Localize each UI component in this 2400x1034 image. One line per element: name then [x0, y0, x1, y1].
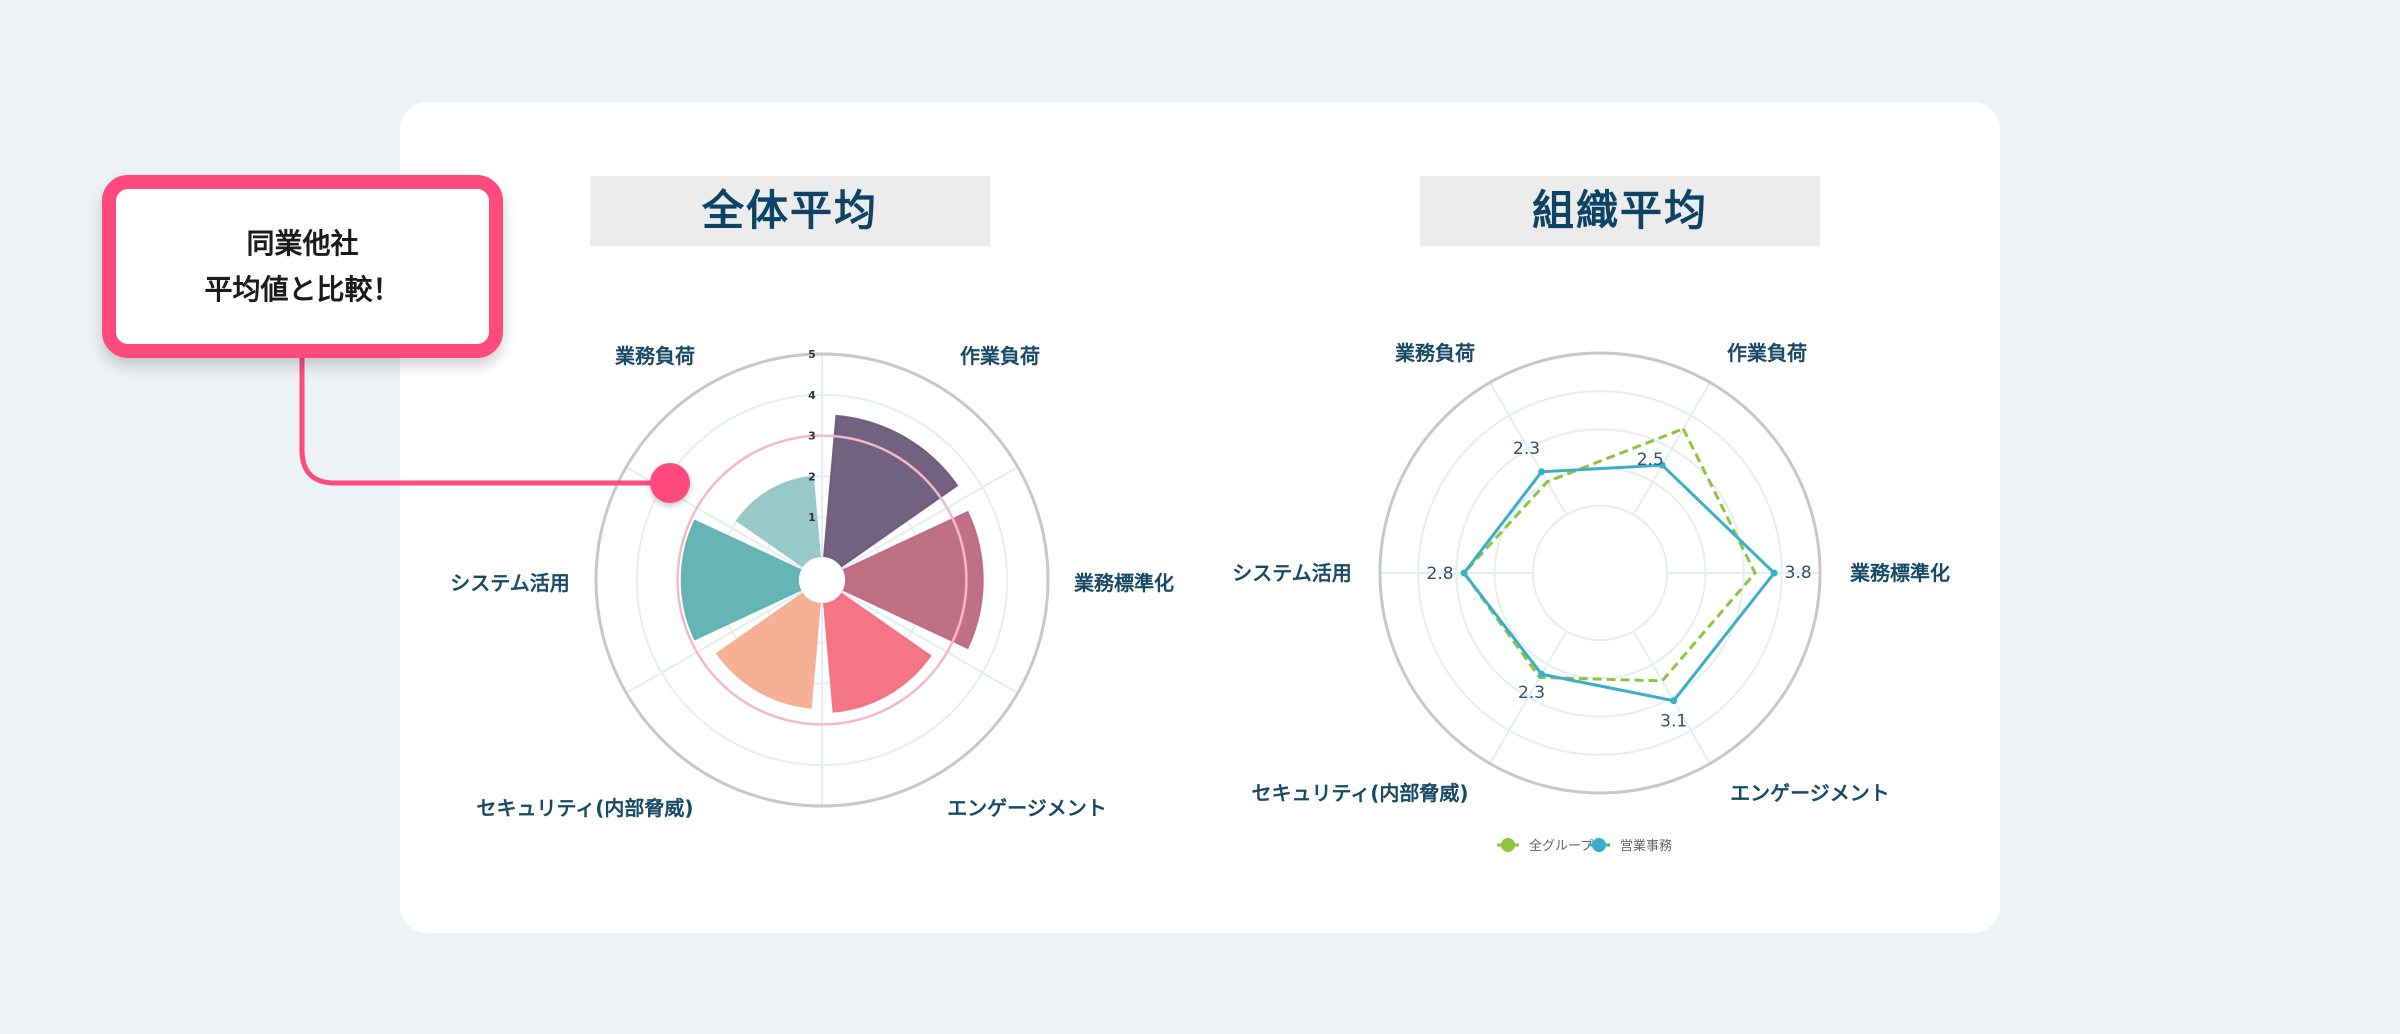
bar-cat-3 — [715, 592, 821, 709]
axis-label-cat-0: 作業負荷 — [1727, 341, 1807, 365]
series-point-1 — [1538, 468, 1546, 476]
grid-spoke — [840, 466, 1019, 570]
bar-cat-1 — [842, 510, 984, 650]
value-label: 3.8 — [1785, 563, 1812, 583]
callout-line-2: 平均値と比較！ — [204, 272, 401, 306]
axis-label-cat-2: エンゲージメント — [1730, 781, 1890, 805]
grid-spoke — [625, 590, 804, 694]
axis-label-cat-2: エンゲージメント — [947, 796, 1107, 820]
grid-spoke — [1489, 381, 1568, 516]
benchmark-ring — [676, 434, 968, 726]
bar-cat-2 — [823, 592, 932, 713]
legend-marker-0 — [1501, 838, 1515, 852]
connector-line — [299, 358, 660, 486]
connector-dot — [650, 463, 690, 503]
grid-ring — [1531, 504, 1669, 642]
legend-marker-1 — [1592, 838, 1606, 852]
grid-spoke — [1489, 630, 1568, 765]
series-point-1 — [1670, 697, 1678, 705]
axis-label-cat-0: 作業負荷 — [960, 344, 1040, 368]
series-point-1 — [1538, 670, 1546, 678]
bar-cat-5 — [735, 475, 821, 568]
callout-connector — [299, 358, 690, 503]
outer-ring — [594, 352, 1050, 808]
callout-line-1: 同業他社 — [246, 226, 359, 260]
axis-label-cat-1: 業務標準化 — [1850, 561, 1950, 585]
radial-tick-label: 1 — [808, 511, 816, 524]
overall-average-title: 全体平均 — [590, 176, 990, 246]
value-label: 2.3 — [1513, 439, 1540, 459]
bar-cat-4 — [680, 519, 802, 641]
axis-label-cat-5: 業務負荷 — [1395, 341, 1475, 365]
value-label: 3.1 — [1660, 712, 1687, 732]
radial-tick-label: 2 — [808, 470, 816, 483]
legend-label-0: 全グループ — [1529, 838, 1593, 854]
bar-cat-0 — [823, 414, 959, 568]
grid-spoke — [1632, 630, 1711, 765]
series-point-1 — [1770, 569, 1778, 577]
series-point-1 — [1460, 569, 1468, 577]
legend-label-1: 営業事務 — [1620, 838, 1672, 854]
grid-spoke — [840, 590, 1019, 694]
series-line-1 — [1462, 463, 1777, 703]
series-line-0 — [1462, 426, 1757, 683]
value-label: 2.8 — [1427, 564, 1454, 584]
value-label: 2.3 — [1518, 683, 1545, 703]
value-label: 2.5 — [1637, 450, 1664, 470]
axis-label-cat-1: 業務標準化 — [1074, 571, 1174, 595]
radial-tick-label: 3 — [808, 430, 816, 443]
radial-tick-label: 5 — [808, 348, 816, 361]
axis-label-cat-4: システム活用 — [1232, 561, 1351, 585]
outer-ring — [1378, 351, 1822, 795]
organization-average-title: 組織平均 — [1420, 176, 1820, 246]
radial-tick-label: 4 — [808, 389, 816, 402]
grid-spoke — [1632, 381, 1711, 516]
series-point-1 — [1658, 461, 1666, 469]
axis-label-cat-5: 業務負荷 — [615, 344, 695, 368]
axis-label-cat-4: システム活用 — [450, 571, 569, 595]
axis-label-cat-3: セキュリティ(内部脅威) — [1251, 781, 1468, 805]
axis-label-cat-3: セキュリティ(内部脅威) — [476, 796, 693, 820]
callout-box: 同業他社 平均値と比較！ — [102, 175, 503, 358]
